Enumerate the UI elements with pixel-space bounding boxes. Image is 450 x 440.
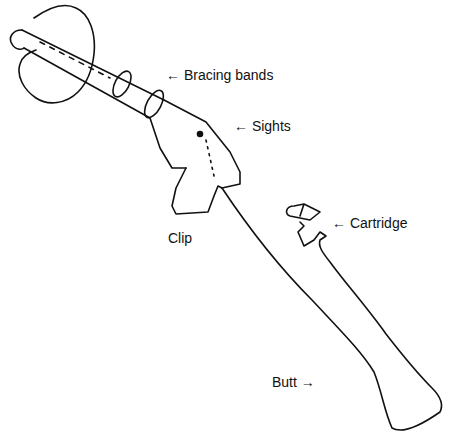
bracing-band [141,87,167,120]
part-label: Clip [168,230,192,246]
sight-dot [198,132,203,137]
muzzle-blob [19,6,94,103]
bracing-band [109,68,135,99]
part-label: ← Cartridge [332,215,407,231]
part-label: ← Sights [234,118,291,134]
barrel [22,30,164,118]
part-label: ← Bracing bands [166,67,273,83]
receiver-seam [206,140,214,176]
barrel-seam [40,42,110,78]
muzzle-tip [10,30,24,49]
clip [172,168,222,214]
part-label: Butt → [272,374,315,390]
butt-stock [222,188,442,430]
receiver [150,100,240,188]
cartridge [287,204,320,220]
